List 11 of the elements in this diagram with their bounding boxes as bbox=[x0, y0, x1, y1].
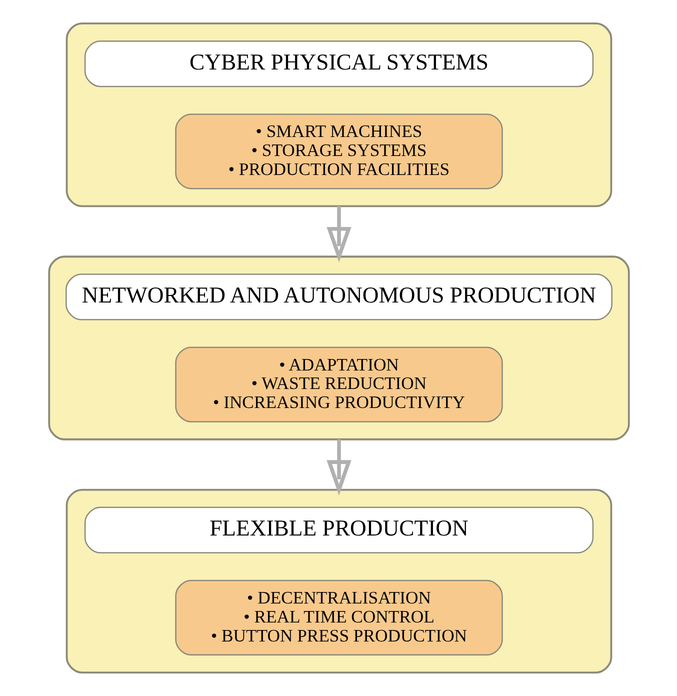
node-box: NETWORKED AND AUTONOMOUS PRODUCTION bbox=[65, 274, 612, 320]
node-box: • SMART MACHINES • STORAGE SYSTEMS • PRODUCTION FACILITIES bbox=[174, 114, 502, 190]
node-box: • DECENTRALISATION • REAL TIME CONTROL • BUTTON PRESS PRODUCTION bbox=[174, 580, 502, 656]
node-box: CYBER PHYSICAL SYSTEMS bbox=[84, 40, 594, 88]
arrow bbox=[326, 206, 351, 262]
cluster bbox=[65, 22, 612, 208]
node-box: FLEXIBLE PRODUCTION bbox=[84, 506, 594, 554]
cluster bbox=[65, 488, 612, 674]
arrow bbox=[326, 439, 351, 496]
cluster bbox=[48, 256, 630, 440]
node-box: • ADAPTATION • WASTE REDUCTION • INCREASING PRODUCTIVITY bbox=[174, 346, 502, 422]
